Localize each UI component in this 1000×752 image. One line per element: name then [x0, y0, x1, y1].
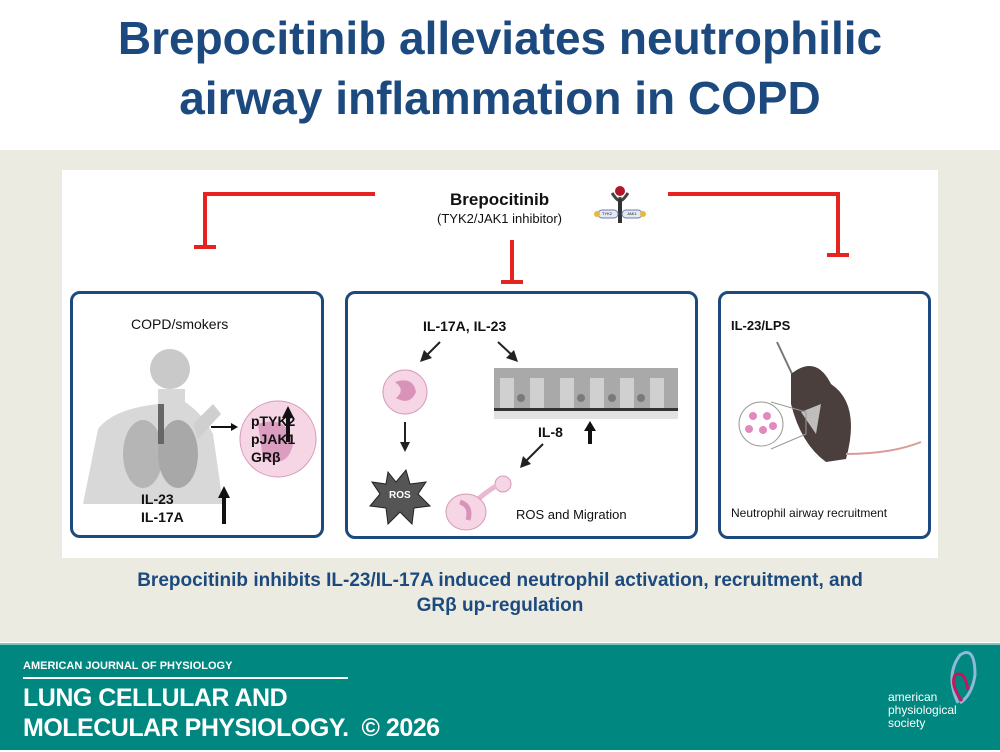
title-line-1: Brepocitinib alleviates neutrophilic [117, 12, 883, 64]
journal-series: AMERICAN JOURNAL OF PHYSIOLOGY [23, 660, 233, 672]
drug-subtitle: (TYK2/JAK1 inhibitor) [437, 211, 562, 226]
il8-label: IL-8 [538, 424, 563, 440]
marker-grb: GRβ [251, 449, 281, 465]
mouse-illustration-icon [738, 341, 922, 462]
copd-panel: COPD/smokers pTYK2 pJAK1 GRβ IL-23 IL-17… [70, 291, 324, 538]
inhibit-line-right [668, 192, 840, 253]
marker-ptyk2: pTYK2 [251, 413, 296, 429]
society-line-1: american [888, 690, 938, 704]
mechanism-illustration [369, 341, 678, 531]
mechanism-panel: IL-17A, IL-23 ROS IL-8 ROS and Migration [345, 291, 698, 539]
summary-line-1: Brepocitinib inhibits IL-23/IL-17A induc… [137, 570, 863, 591]
journal-name-line-2: MOLECULAR PHYSIOLOGY. [23, 714, 349, 742]
mechanism-caption: ROS and Migration [516, 507, 627, 522]
jak1-label: JAK1 [627, 211, 637, 216]
journal-footer: AMERICAN JOURNAL OF PHYSIOLOGY LUNG CELL… [0, 643, 1000, 750]
society-line-2: physiological [888, 703, 957, 717]
society-line-3: society [888, 716, 926, 730]
receptor-icon: TYK2 JAK1 [590, 183, 650, 228]
copd-heading: COPD/smokers [131, 316, 229, 332]
tyk2-label: TYK2 [602, 211, 613, 216]
ros-label: ROS [389, 490, 411, 501]
mouse-caption: Neutrophil airway recruitment [731, 506, 888, 520]
title-line-2: airway inflammation in COPD [179, 72, 821, 124]
mouse-model-panel: IL-23/LPS Neutrophil airway recruitment [718, 291, 931, 539]
inhibit-line-left [203, 192, 375, 245]
marker-pjak1: pJAK1 [251, 431, 296, 447]
journal-name-line-1: LUNG CELLULAR AND [23, 684, 288, 712]
summary-text: Brepocitinib inhibits IL-23/IL-17A induc… [0, 568, 1000, 618]
drug-name: Brepocitinib [450, 190, 550, 209]
footer-divider [23, 677, 348, 679]
smoker-figure-icon [83, 349, 317, 524]
mechanism-stimulus: IL-17A, IL-23 [423, 318, 507, 334]
summary-line-2: GRβ up-regulation [416, 595, 584, 616]
cytokine-il23: IL-23 [141, 491, 174, 507]
mouse-stimulus: IL-23/LPS [731, 318, 791, 333]
page-title: Brepocitinib alleviates neutrophilic air… [0, 8, 1000, 128]
cytokine-il17a: IL-17A [141, 509, 184, 525]
aps-logo-icon [950, 651, 977, 705]
copyright: © 2026 [361, 714, 440, 742]
